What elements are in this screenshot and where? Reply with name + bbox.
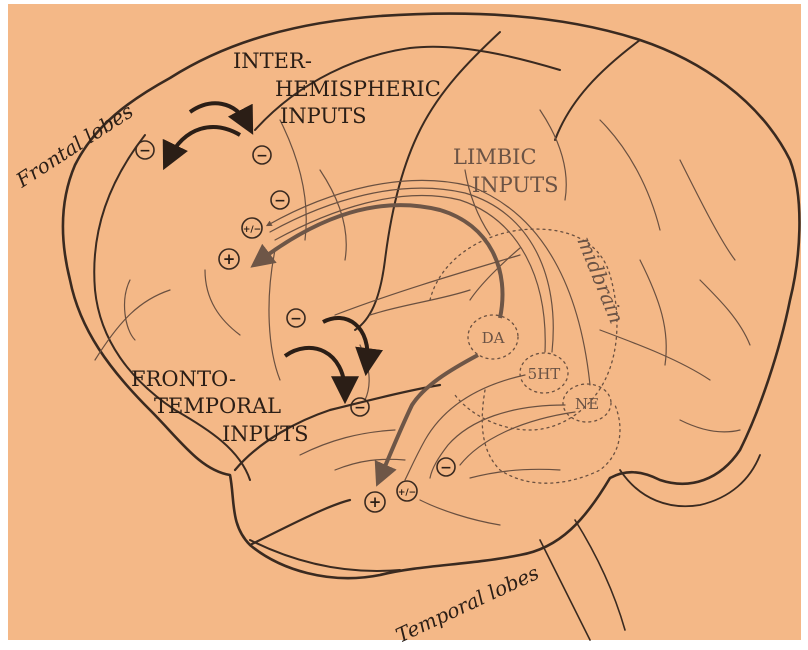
svg-text:LIMBIC: LIMBIC [453, 145, 537, 169]
svg-text:FRONTO-: FRONTO- [131, 367, 236, 391]
svg-text:HEMISPHERIC: HEMISPHERIC [275, 77, 441, 101]
svg-text:INPUTS: INPUTS [280, 104, 367, 128]
svg-text:+/−: +/− [398, 488, 416, 498]
svg-text:+/−: +/− [243, 225, 261, 235]
svg-text:−: − [440, 460, 452, 476]
ne-label: NE [575, 395, 599, 413]
svg-text:−: − [256, 148, 268, 164]
svg-text:+: + [223, 250, 236, 268]
svg-text:TEMPORAL: TEMPORAL [154, 394, 281, 418]
svg-text:INPUTS: INPUTS [222, 422, 309, 446]
5ht-label: 5HT [528, 365, 561, 383]
svg-text:+: + [369, 493, 382, 511]
svg-text:INTER-: INTER- [233, 49, 312, 73]
svg-text:−: − [274, 193, 286, 209]
svg-text:INPUTS: INPUTS [472, 173, 559, 197]
da-label: DA [482, 329, 505, 347]
svg-text:−: − [354, 400, 366, 416]
svg-text:−: − [139, 143, 151, 159]
svg-text:−: − [290, 311, 302, 327]
